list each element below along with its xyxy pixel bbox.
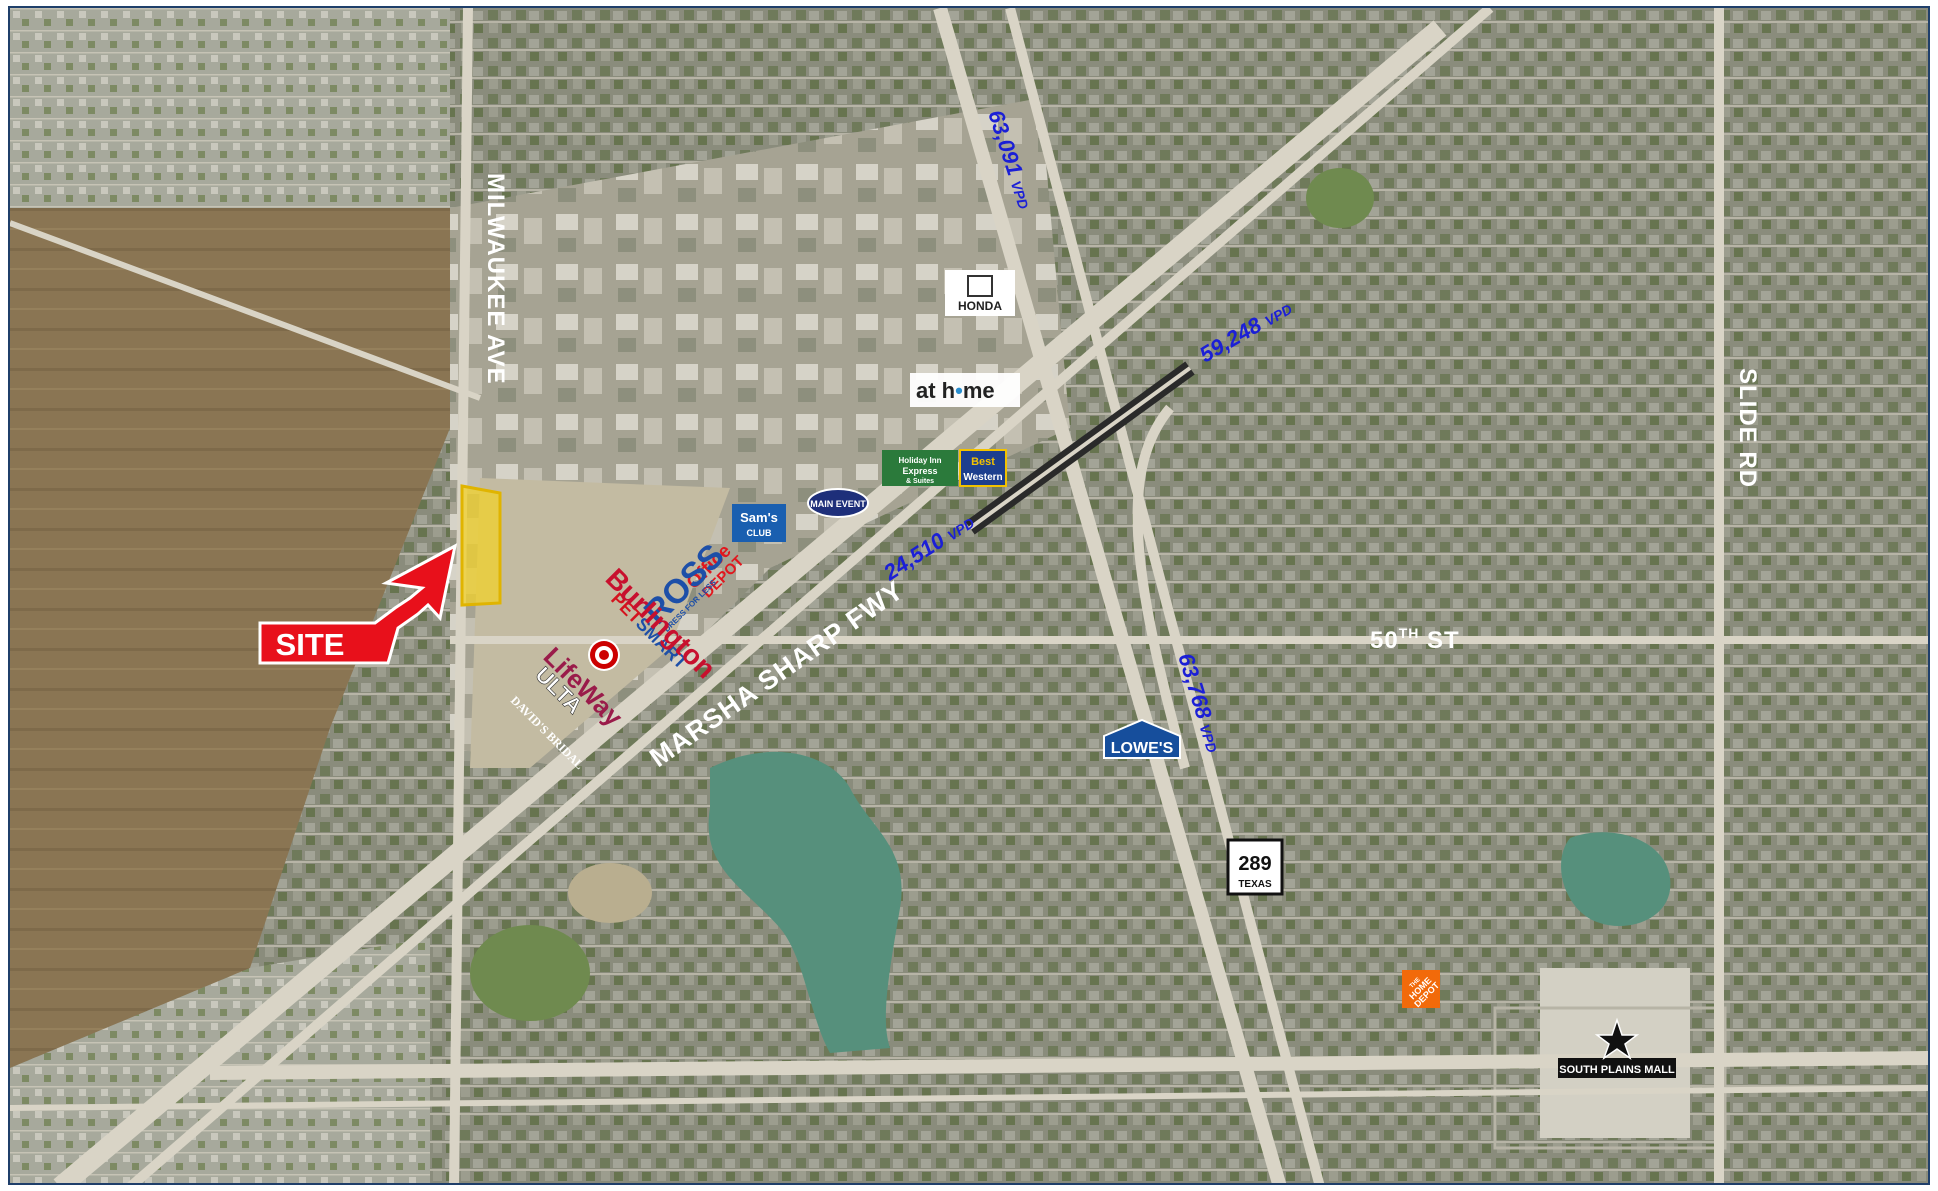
- svg-text:LOWE'S: LOWE'S: [1111, 740, 1174, 757]
- track-area: [568, 863, 652, 923]
- site-label: SITE: [276, 627, 345, 662]
- at-home-logo: at h•me: [910, 373, 1020, 407]
- 50th-st-label: 50TH ST: [1370, 625, 1460, 654]
- mall-parking: [1493, 1006, 1727, 1150]
- home-depot-logo: THE HOME DEPOT: [1402, 970, 1442, 1009]
- target-logo: [588, 639, 620, 671]
- svg-text:289: 289: [1238, 853, 1271, 875]
- svg-text:TEXAS: TEXAS: [1238, 879, 1272, 890]
- sams-club-logo: Sam's CLUB: [732, 504, 786, 542]
- svg-text:Express: Express: [902, 466, 937, 476]
- site-arrow: SITE: [258, 543, 458, 665]
- south-plains-mall-logo: SOUTH PLAINS MALL: [1558, 1017, 1676, 1078]
- park-area: [470, 925, 590, 1021]
- lowes-logo: LOWE'S: [1103, 718, 1181, 759]
- lake: [708, 751, 902, 1053]
- ballfield: [1306, 168, 1374, 228]
- svg-text:Sam's: Sam's: [740, 510, 778, 525]
- aerial-map: SITE MILWAUKEE AVE SLIDE RD MARSHA SHARP…: [8, 6, 1930, 1185]
- development-pad: [470, 478, 730, 768]
- main-event-logo: MAIN EVENT: [807, 488, 869, 518]
- site-parcel: [460, 484, 502, 607]
- slide-rd-label: SLIDE RD: [1734, 368, 1761, 488]
- east-pond: [1561, 832, 1671, 926]
- honda-logo: HONDA: [945, 270, 1015, 316]
- svg-text:CLUB: CLUB: [747, 528, 772, 538]
- northwest-suburb: [10, 8, 450, 208]
- road-network: [10, 8, 1928, 1183]
- svg-text:HONDA: HONDA: [958, 299, 1002, 313]
- svg-text:at h•me: at h•me: [916, 378, 995, 403]
- highway-289-shield: 289 TEXAS: [1226, 838, 1284, 896]
- map-svg: SITE MILWAUKEE AVE SLIDE RD MARSHA SHARP…: [10, 8, 1928, 1183]
- farmland: [10, 208, 450, 1068]
- svg-text:Holiday Inn: Holiday Inn: [898, 456, 941, 465]
- svg-text:SOUTH PLAINS MALL: SOUTH PLAINS MALL: [1559, 1064, 1675, 1076]
- svg-text:Best: Best: [971, 456, 995, 468]
- milwaukee-ave-label: MILWAUKEE AVE: [482, 173, 509, 385]
- best-western-logo: Best Western: [959, 449, 1007, 487]
- svg-text:& Suites: & Suites: [906, 478, 934, 485]
- svg-text:MAIN EVENT: MAIN EVENT: [810, 499, 866, 509]
- flyover-edge: [968, 366, 1192, 530]
- mall-building: [1540, 968, 1690, 1138]
- holiday-inn-logo: Holiday Inn Express & Suites: [882, 450, 958, 486]
- svg-text:Western: Western: [963, 472, 1002, 483]
